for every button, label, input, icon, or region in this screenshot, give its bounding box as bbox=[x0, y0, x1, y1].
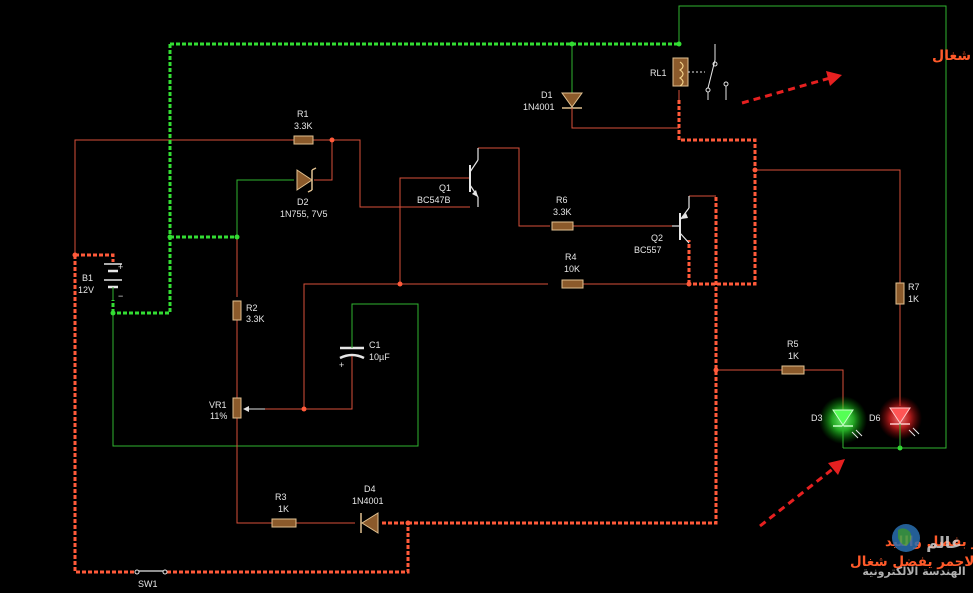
b1-value: 12V bbox=[78, 285, 94, 295]
watermark-line1: عالم bbox=[926, 533, 962, 552]
arrow-leds bbox=[759, 459, 845, 528]
resistor-r4[interactable]: R4 10K bbox=[561, 252, 584, 289]
d2-name: D2 bbox=[297, 197, 309, 207]
junctions bbox=[72, 41, 903, 526]
q2-name: Q2 bbox=[651, 233, 663, 243]
r6-value: 3.3K bbox=[553, 207, 572, 217]
note-relay-on: يكون الريلاي شغال bbox=[932, 48, 973, 65]
svg-text:−: − bbox=[118, 291, 123, 301]
relay-rl1[interactable]: RL1 bbox=[650, 44, 729, 100]
r7-value: 1K bbox=[908, 294, 919, 304]
diode-d4[interactable]: D4 1N4001 bbox=[352, 484, 384, 534]
r3-name: R3 bbox=[275, 492, 287, 502]
c1-value: 10µF bbox=[369, 352, 390, 362]
watermark-logo: عالم الهندسة الالكترونية bbox=[862, 524, 966, 578]
r5-value: 1K bbox=[788, 351, 799, 361]
arrow-relay bbox=[741, 71, 842, 105]
diode-d1[interactable]: D1 1N4001 bbox=[523, 90, 583, 112]
rl1-name: RL1 bbox=[650, 68, 667, 78]
note-leds-line2: الاحمر يفضل شغال bbox=[850, 554, 973, 570]
switch-sw1[interactable]: SW1 bbox=[134, 569, 168, 589]
resistor-r7[interactable]: R7 1K bbox=[895, 282, 920, 305]
vr1-value: 11% bbox=[210, 411, 227, 421]
r1-name: R1 bbox=[297, 109, 309, 119]
zener-d2[interactable]: D2 1N755, 7V5 bbox=[280, 167, 328, 219]
battery-b1[interactable]: + − B1 12V bbox=[78, 262, 123, 301]
r2-name: R2 bbox=[246, 303, 258, 313]
resistor-r2[interactable]: R2 3.3K bbox=[232, 300, 265, 324]
wires-green-active bbox=[111, 42, 679, 315]
transistor-q1[interactable]: Q1 BC547B bbox=[417, 148, 479, 207]
wires-green-thin bbox=[112, 5, 947, 449]
q1-name: Q1 bbox=[439, 183, 451, 193]
r6-name: R6 bbox=[556, 195, 568, 205]
potentiometer-vr1[interactable]: VR1 11% bbox=[209, 397, 265, 421]
r4-value: 10K bbox=[564, 264, 580, 274]
capacitor-c1[interactable]: + C1 10µF bbox=[339, 340, 390, 370]
r1-value: 3.3K bbox=[294, 121, 313, 131]
resistor-r1[interactable]: R1 3.3K bbox=[293, 109, 314, 145]
led-d3-green[interactable]: D3 bbox=[811, 396, 867, 448]
d2-value: 1N755, 7V5 bbox=[280, 209, 328, 219]
r3-value: 1K bbox=[278, 504, 289, 514]
wires-red-thin bbox=[74, 90, 901, 524]
led-d6-red[interactable]: D6 bbox=[869, 396, 922, 448]
c1-name: C1 bbox=[369, 340, 381, 350]
d6-name: D6 bbox=[869, 413, 881, 423]
d4-value: 1N4001 bbox=[352, 496, 384, 506]
r2-value: 3.3K bbox=[246, 314, 265, 324]
svg-text:+: + bbox=[118, 262, 123, 272]
d1-value: 1N4001 bbox=[523, 102, 555, 112]
resistor-r6[interactable]: R6 3.3K bbox=[551, 195, 574, 231]
d4-name: D4 bbox=[364, 484, 376, 494]
resistor-r5[interactable]: R5 1K bbox=[781, 339, 805, 375]
d1-name: D1 bbox=[541, 90, 553, 100]
r7-name: R7 bbox=[908, 282, 920, 292]
resistor-r3[interactable]: R3 1K bbox=[271, 492, 297, 528]
d3-name: D3 bbox=[811, 413, 823, 423]
sw1-name: SW1 bbox=[138, 579, 158, 589]
transistor-q2[interactable]: Q2 BC557 bbox=[634, 196, 690, 255]
vr1-name: VR1 bbox=[209, 400, 227, 410]
watermark-line2: الهندسة الالكترونية bbox=[862, 565, 965, 578]
c1-polarity: + bbox=[339, 360, 344, 370]
q1-value: BC547B bbox=[417, 195, 451, 205]
q2-value: BC557 bbox=[634, 245, 662, 255]
r4-name: R4 bbox=[565, 252, 577, 262]
wires-red-active bbox=[73, 100, 757, 574]
b1-name: B1 bbox=[82, 273, 93, 283]
r5-name: R5 bbox=[787, 339, 799, 349]
